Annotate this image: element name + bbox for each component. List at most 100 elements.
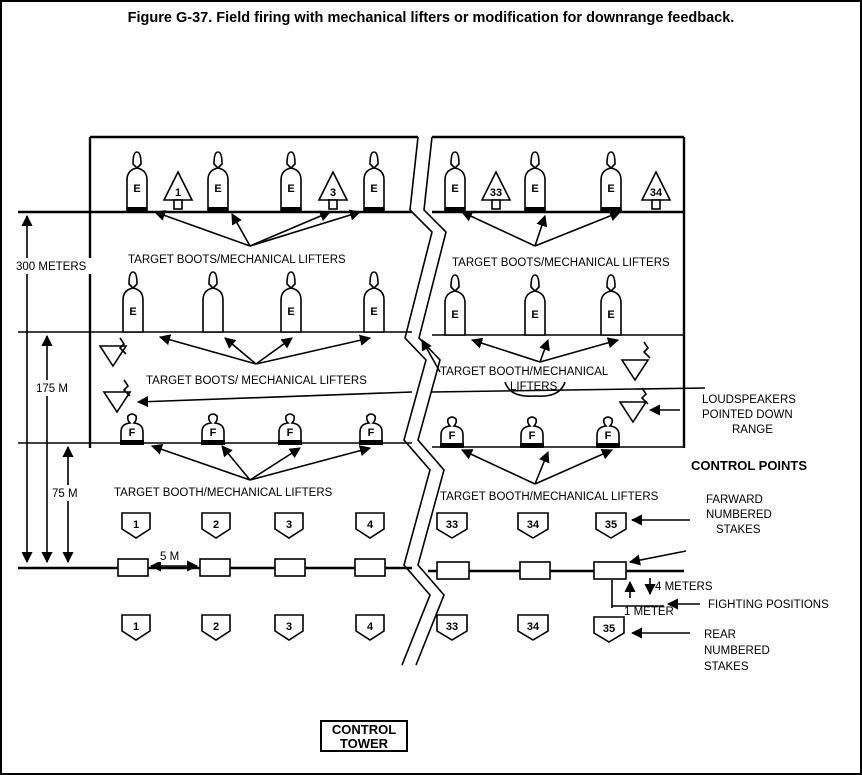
target-silhouette: E — [280, 151, 302, 213]
stake: 3 — [274, 512, 304, 539]
svg-text:1: 1 — [133, 621, 139, 633]
fighting-positions-label: FIGHTING POSITIONS — [708, 599, 829, 611]
row3-left-label: TARGET BOOTH/MECHANICAL LIFTERS — [114, 487, 333, 499]
svg-text:4: 4 — [367, 621, 374, 633]
stake: 2 — [201, 512, 231, 539]
triangle-target: 3 — [317, 170, 349, 210]
svg-text:1: 1 — [133, 519, 139, 531]
svg-text:E: E — [531, 309, 538, 321]
fighting-position — [436, 561, 470, 580]
stake: 4 — [355, 512, 385, 539]
svg-text:3: 3 — [286, 621, 292, 633]
target-silhouette: E — [280, 271, 302, 333]
row3-right-label: TARGET BOOTH/MECHANICAL LIFTERS — [440, 491, 659, 503]
target-silhouette: E — [600, 274, 622, 336]
svg-text:STAKES: STAKES — [716, 524, 761, 536]
stake: 3 — [274, 614, 304, 641]
fighting-position — [519, 561, 551, 580]
svg-text:E: E — [214, 183, 221, 195]
row2-targets: E E E E E E — [122, 271, 622, 336]
control-tower-line1: CONTROL — [331, 722, 397, 737]
row1-right-label: TARGET BOOTS/MECHANICAL LIFTERS — [452, 257, 670, 269]
target-booth: F — [278, 413, 302, 445]
fighting-position — [593, 561, 627, 580]
distance-175m: 175 M — [32, 334, 76, 564]
loudspeaker-icon — [98, 337, 128, 368]
triangle-target: 34 — [640, 170, 672, 210]
forward-stakes-label: FARWARD NUMBERED STAKES — [706, 494, 772, 536]
svg-text:FARWARD: FARWARD — [706, 494, 763, 506]
distance-75m: 75 M — [50, 445, 90, 564]
svg-text:2: 2 — [213, 519, 219, 531]
target-silhouette: E — [126, 151, 148, 213]
svg-text:NUMBERED: NUMBERED — [706, 509, 772, 521]
svg-text:POINTED DOWN: POINTED DOWN — [702, 409, 793, 421]
stake: 35 — [593, 616, 625, 643]
svg-text:F: F — [605, 430, 612, 442]
svg-text:RANGE: RANGE — [732, 424, 773, 436]
row1-left-label: TARGET BOOTS/MECHANICAL LIFTERS — [128, 254, 346, 266]
loudspeaker-icon — [620, 341, 651, 382]
fighting-position — [117, 558, 149, 577]
rear-stakes-label: REAR NUMBERED STAKES — [704, 629, 770, 673]
callout-arrows — [611, 404, 700, 639]
svg-text:33: 33 — [446, 519, 458, 531]
svg-text:34: 34 — [527, 621, 540, 633]
svg-text:E: E — [607, 183, 614, 195]
svg-text:LOUDSPEAKERS: LOUDSPEAKERS — [702, 394, 796, 406]
loudspeaker-icon — [102, 379, 132, 414]
triangle-target: 33 — [480, 170, 512, 210]
range-break-line — [401, 136, 447, 666]
distance-5m: 5 M — [149, 550, 199, 572]
row2-right-label-1: TARGET BOOTH/MECHANICAL — [440, 366, 609, 378]
svg-text:E: E — [370, 306, 377, 318]
svg-text:E: E — [133, 183, 140, 195]
target-booth: F — [520, 416, 544, 448]
row2-left-label: TARGET BOOTS/ MECHANICAL LIFTERS — [146, 375, 367, 387]
svg-text:35: 35 — [603, 623, 615, 635]
target-booth: F — [201, 413, 225, 445]
svg-text:STAKES: STAKES — [704, 661, 749, 673]
row1-arrows — [153, 209, 622, 247]
loudspeaker-icon — [618, 387, 649, 424]
stake: 33 — [436, 512, 468, 539]
row3-arrows — [150, 444, 614, 485]
loudspeaker-icons — [98, 337, 651, 424]
target-silhouette: E — [524, 151, 546, 213]
figure-title: Figure G-37. Field firing with mechanica… — [127, 10, 735, 26]
svg-text:33: 33 — [490, 187, 502, 199]
triangle-target: 1 — [162, 170, 194, 210]
svg-text:3: 3 — [330, 187, 336, 199]
svg-text:1: 1 — [175, 187, 181, 199]
svg-text:F: F — [449, 430, 456, 442]
svg-text:2: 2 — [213, 621, 219, 633]
svg-text:F: F — [129, 427, 136, 439]
svg-text:33: 33 — [446, 621, 458, 633]
svg-text:35: 35 — [605, 519, 617, 531]
svg-text:F: F — [529, 430, 536, 442]
fighting-position — [354, 558, 386, 577]
distance-300m: 300 METERS — [10, 214, 100, 564]
svg-text:E: E — [607, 309, 614, 321]
stake: 1 — [121, 614, 151, 641]
target-silhouette: E — [122, 271, 144, 333]
svg-text:F: F — [210, 427, 217, 439]
fighting-positions — [117, 558, 627, 580]
control-points-label: CONTROL POINTS — [691, 458, 807, 473]
row1-targets: E 1 E E 3 E E 33 E E 34 — [126, 151, 672, 213]
four-meters-label: 4 METERS — [655, 581, 713, 593]
target-booth: F — [440, 416, 464, 448]
target-booth: F — [120, 413, 144, 445]
svg-text:34: 34 — [650, 187, 663, 199]
svg-text:E: E — [287, 306, 294, 318]
target-booth: F — [596, 416, 620, 448]
stake: 1 — [121, 512, 151, 539]
stake: 2 — [201, 614, 231, 641]
svg-text:E: E — [451, 309, 458, 321]
target-silhouette: E — [207, 151, 229, 213]
row2-arrows — [136, 334, 706, 408]
target-silhouette: E — [363, 151, 385, 213]
svg-text:3: 3 — [286, 519, 292, 531]
